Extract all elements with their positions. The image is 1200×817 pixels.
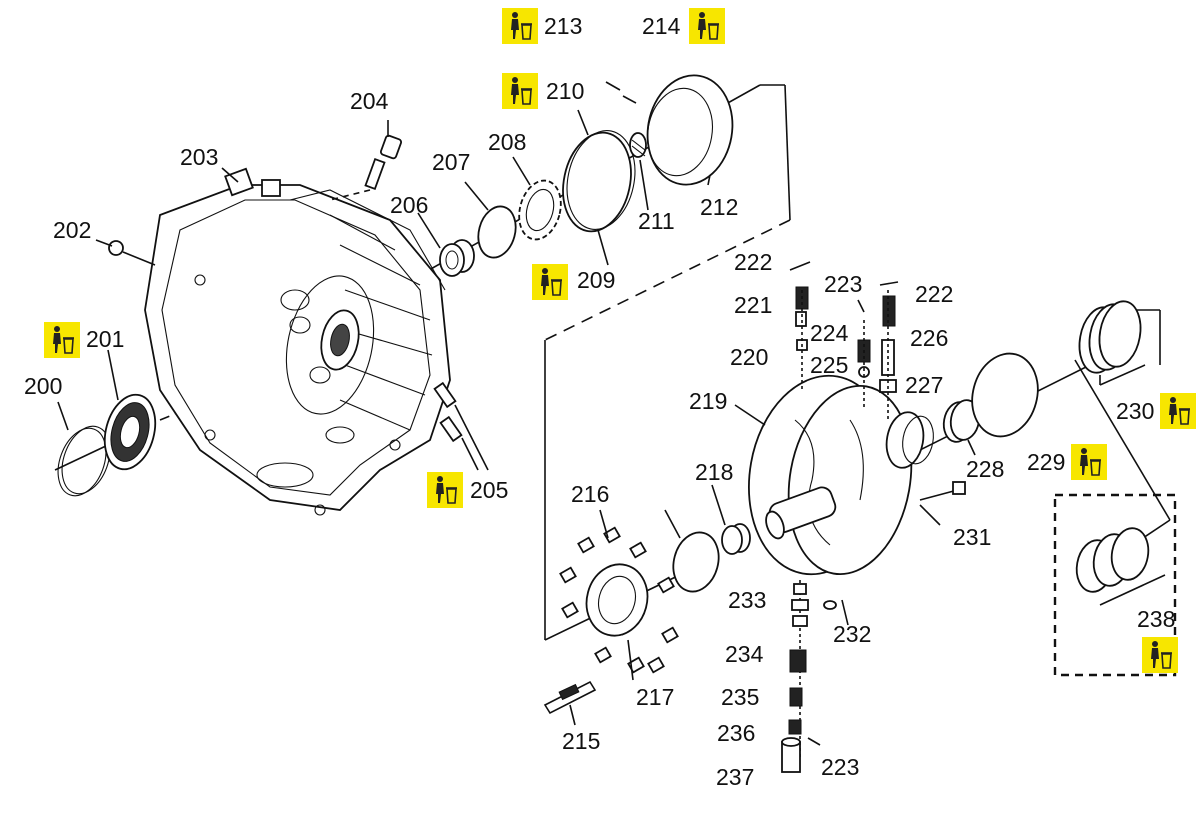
part-209-210-sealing-rings — [562, 130, 636, 233]
part-label-233: 233 — [728, 587, 767, 613]
part-label-206: 206 — [390, 192, 429, 218]
part-label-228: 228 — [966, 456, 1005, 482]
part-label-202: 202 — [53, 217, 92, 243]
part-label-223-upper: 223 — [824, 271, 863, 297]
part-205-dowel-pins — [433, 381, 489, 471]
part-211-roller — [629, 132, 647, 158]
part-label-213: 213 — [544, 13, 583, 39]
part-label-201: 201 — [86, 326, 125, 352]
part-label-207-upper: 207 — [432, 149, 471, 175]
discard-after-removal-icon — [502, 8, 538, 44]
discard-after-removal-icon — [1071, 444, 1107, 480]
parts-228-231 — [919, 300, 1146, 501]
part-label-217: 217 — [636, 684, 675, 710]
part-206-bushing — [439, 239, 475, 277]
part-219-pump-body — [748, 374, 934, 576]
part-207-o-ring-lower — [672, 531, 720, 593]
part-label-236: 236 — [717, 720, 756, 746]
part-238-kit-box — [1053, 493, 1177, 677]
discard-after-removal-icon — [689, 8, 725, 44]
part-212-drive-ring — [646, 74, 734, 186]
part-label-227: 227 — [905, 372, 944, 398]
part-label-230: 230 — [1116, 398, 1155, 424]
part-label-209: 209 — [577, 267, 616, 293]
part-200-snap-ring — [57, 425, 111, 497]
part-label-231: 231 — [953, 524, 992, 550]
part-203-converter-housing — [144, 167, 451, 516]
part-label-214: 214 — [642, 13, 681, 39]
part-label-234: 234 — [725, 641, 764, 667]
part-label-203: 203 — [180, 144, 219, 170]
discard-after-removal-icon — [427, 472, 463, 508]
part-201-seal — [103, 393, 157, 471]
part-label-225: 225 — [810, 352, 849, 378]
part-label-200: 200 — [24, 373, 63, 399]
part-207-o-ring — [477, 205, 517, 259]
discard-after-removal-icon — [44, 322, 80, 358]
part-label-216: 216 — [571, 481, 610, 507]
discard-after-removal-icon — [532, 264, 568, 300]
part-label-215: 215 — [562, 728, 601, 754]
part-204-fitting — [329, 120, 402, 201]
part-label-235: 235 — [721, 684, 760, 710]
part-label-208: 208 — [488, 129, 527, 155]
part-202-plug — [108, 240, 156, 266]
parts-232-237-valve-stack — [781, 580, 837, 773]
part-label-222-right: 222 — [915, 281, 954, 307]
part-label-218: 218 — [695, 459, 734, 485]
part-label-232: 232 — [833, 621, 872, 647]
part-label-219: 219 — [689, 388, 728, 414]
part-label-223-lower: 223 — [821, 754, 860, 780]
discard-after-removal-icon — [1160, 393, 1196, 429]
part-label-222-left: 222 — [734, 249, 773, 275]
part-label-205: 205 — [470, 477, 509, 503]
part-213-214-keys — [605, 81, 637, 104]
discard-after-removal-icon — [502, 73, 538, 109]
part-label-210: 210 — [546, 78, 585, 104]
part-label-204: 204 — [350, 88, 389, 114]
part-label-226: 226 — [910, 325, 949, 351]
part-label-212: 212 — [700, 194, 739, 220]
parts-220-227-valve-springs — [789, 261, 899, 420]
part-label-237: 237 — [716, 764, 755, 790]
leader-lines — [57, 109, 976, 726]
part-216-217-rotor-vanes — [559, 526, 679, 674]
part-218-bushing — [721, 523, 751, 555]
part-label-229: 229 — [1027, 449, 1066, 475]
discard-after-removal-icon — [1142, 637, 1178, 673]
part-label-221: 221 — [734, 292, 773, 318]
part-label-238: 238 — [1137, 606, 1176, 632]
part-208-thrust-washer — [518, 179, 562, 241]
part-215-screen — [543, 680, 597, 715]
part-label-211: 211 — [638, 208, 675, 234]
part-label-224: 224 — [810, 320, 849, 346]
part-label-220: 220 — [730, 344, 769, 370]
